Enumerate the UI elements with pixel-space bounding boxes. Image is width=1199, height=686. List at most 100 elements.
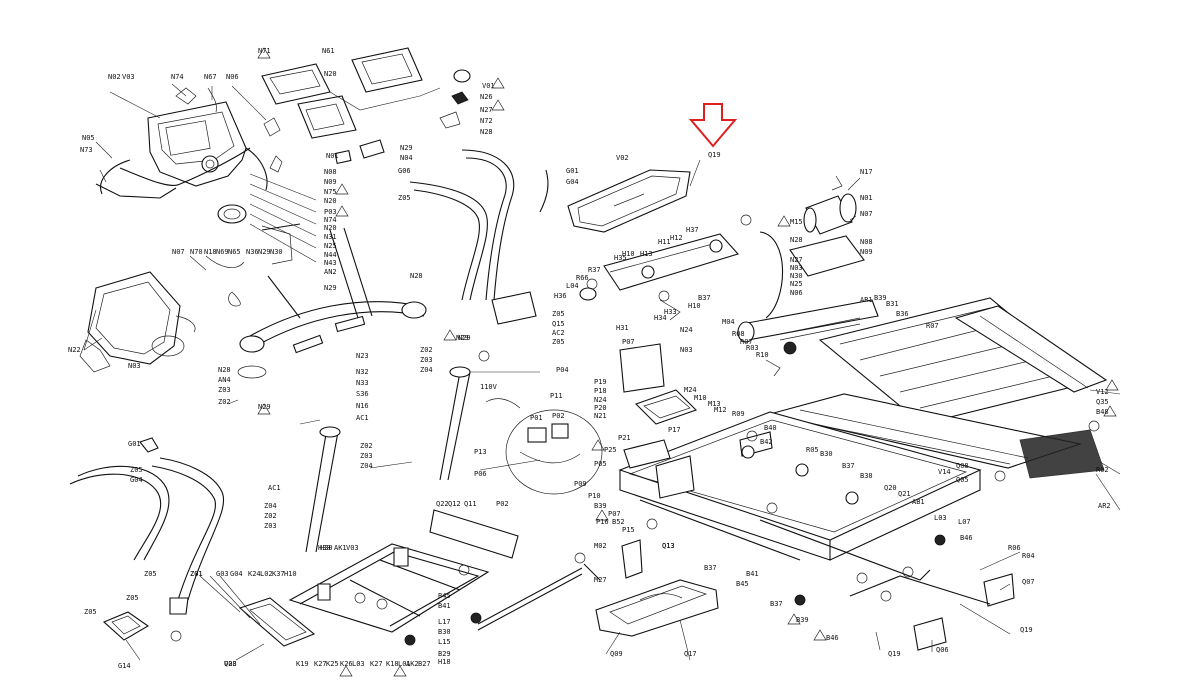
callout-label: H13 [640, 250, 653, 258]
callout-label: H31 [616, 324, 629, 332]
callout-label: Q19 [1020, 626, 1033, 634]
callout-label: H10 [688, 302, 701, 310]
callout-label: B37 [704, 564, 717, 572]
callout-label: N25 [790, 280, 803, 288]
callout-label: B31 [886, 300, 899, 308]
callout-label: N07 [172, 248, 185, 256]
callout-label: N20 [324, 70, 337, 78]
callout-label: H10 [622, 250, 635, 258]
callout-label: 110V [480, 383, 498, 391]
base-cover [583, 539, 719, 637]
callout-label: H35 [614, 254, 627, 262]
callout-label: B40 [764, 424, 777, 432]
callout-label: Q13 [662, 542, 675, 550]
callout-label: N09 [324, 178, 337, 186]
callout-label: M10 [694, 394, 707, 402]
callout-label: Z05 [144, 570, 157, 578]
callout-label: R03 [746, 344, 759, 352]
callout-label: B45 [736, 580, 749, 588]
motor-bracket [491, 233, 739, 325]
callout-label: K24 [248, 570, 261, 578]
callout-label: N30 [790, 272, 803, 280]
callout-label: N72 [480, 117, 493, 125]
callout-label: H30 [318, 544, 331, 552]
callout-label: N25 [324, 242, 337, 250]
warning-triangle-icon [257, 47, 271, 59]
callout-label: Q35 [1096, 398, 1109, 406]
callout-label: G04 [230, 570, 243, 578]
callout-label: B45 [438, 592, 451, 600]
warning-triangle-icon [491, 77, 505, 89]
warning-triangle-icon [787, 613, 801, 625]
callout-label: N24 [680, 326, 693, 334]
callout-label: M24 [684, 386, 697, 394]
callout-label: M15 [790, 218, 803, 226]
callout-label: M02 [594, 542, 607, 550]
callout-label: N02 [108, 73, 121, 81]
warning-triangle-icon [1103, 405, 1117, 417]
callout-label: B30 [820, 450, 833, 458]
highlight-arrow [688, 103, 738, 148]
callout-label: P17 [668, 426, 681, 434]
callout-label: P21 [618, 434, 631, 442]
callout-label: L03 [352, 660, 365, 668]
callout-label: N33 [356, 379, 369, 387]
callout-label: N70 [190, 248, 203, 256]
callout-label: Z02 [420, 346, 433, 354]
callout-label: Z05 [130, 466, 143, 474]
callout-label: R66 [576, 274, 589, 282]
motor-controller-and-wiring [485, 343, 859, 505]
callout-label: N26 [480, 93, 493, 101]
callout-label: Q19 [708, 151, 721, 159]
callout-label: Z04 [420, 366, 433, 374]
callout-label: Q08 [956, 462, 969, 470]
callout-labels: N61 N71 N20 N02 V03 N74 N67 N06 V01 N26 … [68, 47, 1111, 670]
overlay-cards [261, 47, 471, 164]
callout-label: N22 [68, 346, 81, 354]
callout-label: Q15 [552, 320, 565, 328]
callout-label: Z02 [264, 512, 277, 520]
warning-triangle-icon [393, 665, 407, 677]
callout-label: M04 [722, 318, 735, 326]
callout-label: Q17 [684, 650, 697, 658]
callout-label: N32 [356, 368, 369, 376]
callout-label: Z02 [218, 398, 231, 406]
callout-label: N28 [790, 236, 803, 244]
callout-label: N21 [594, 412, 607, 420]
callout-label: Z05 [398, 194, 411, 202]
callout-label: Z05 [84, 608, 97, 616]
callout-label: N20 [324, 197, 337, 205]
callout-label: B29 [438, 650, 451, 658]
callout-label: R05 [806, 446, 819, 454]
left-handlebar [69, 437, 224, 615]
callout-label: AC1 [268, 484, 281, 492]
callout-label: N06 [790, 289, 803, 297]
callout-label: H33 [664, 308, 677, 316]
callout-label: V03 [224, 660, 237, 668]
callout-label: N23 [356, 352, 369, 360]
callout-label: P18 [594, 387, 607, 395]
callout-label: V01 [482, 82, 495, 90]
callout-label: Z01 [190, 570, 203, 578]
warning-triangle-icon [257, 403, 271, 415]
callout-label: B27 [418, 660, 431, 668]
callout-label: Z05 [552, 310, 565, 318]
callout-label: Z01 [190, 570, 203, 578]
callout-label: N44 [324, 251, 337, 259]
callout-label: V03 [346, 544, 359, 552]
callout-label: P04 [556, 366, 569, 374]
callout-label: N74 [324, 216, 337, 224]
callout-label: B39 [594, 502, 607, 510]
callout-label: Q22 [436, 500, 449, 508]
callout-label: Z03 [360, 452, 373, 460]
callout-label: AK2 [406, 660, 419, 668]
callout-label: N29 [456, 334, 469, 342]
callout-label: B42 [760, 438, 773, 446]
warning-triangle-icon [813, 629, 827, 641]
callout-label: N03 [680, 346, 693, 354]
callout-label: N03 [790, 264, 803, 272]
callout-label: N29 [458, 334, 471, 342]
console-cables [205, 223, 301, 307]
callout-label: B46 [960, 534, 973, 542]
callout-label: H18 [438, 658, 451, 666]
